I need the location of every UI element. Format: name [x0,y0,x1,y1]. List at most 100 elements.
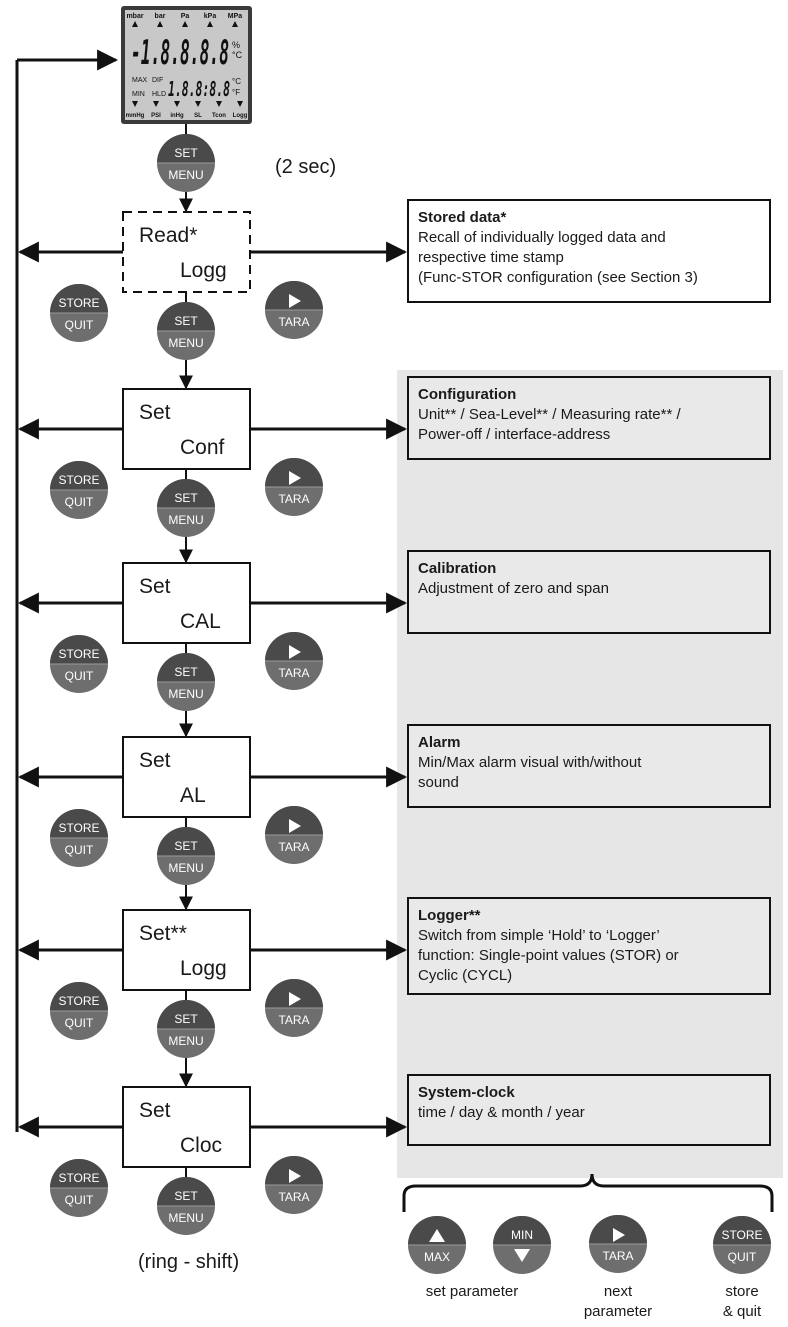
info-box: Stored data*Recall of individually logge… [407,199,771,303]
step-label-line1: Set** [139,922,187,945]
store-quit-button[interactable]: STORE QUIT [50,461,108,519]
lcd-down-triangle-icon [153,101,159,107]
button-label-bottom: TARA [602,1249,633,1263]
button-label-top: MIN [511,1228,533,1242]
play-icon [613,1228,625,1242]
step-label-line1: Set [139,1099,171,1122]
button-label-top: STORE [58,647,99,661]
button-label-bottom: TARA [278,1190,309,1204]
tara-button[interactable]: TARA [265,281,323,339]
lcd-up-triangle-icon [207,21,213,27]
tara-button[interactable]: TARA [265,632,323,690]
legend-store-1: store [725,1283,758,1300]
info-line: respective time stamp [418,249,564,266]
info-title: System-clock [418,1084,515,1101]
tara-button[interactable]: TARA [265,1156,323,1214]
up-arrow-icon [429,1229,445,1242]
step-label-line2: Logg [180,957,227,980]
lcd-bottom-unit: SL [194,113,202,119]
lcd-bottom-unit: mmHg [126,113,145,119]
info-title: Configuration [418,386,516,403]
button-label-bottom: MENU [168,168,203,182]
tara-button[interactable]: TARA [265,806,323,864]
lcd-down-triangle-icon [216,101,222,107]
tara-button[interactable]: TARA [265,979,323,1037]
lcd-down-triangle-icon [132,101,138,107]
info-line: Adjustment of zero and span [418,580,609,597]
lcd-bottom-unit: inHg [170,113,184,119]
start-hint: (2 sec) [275,156,336,178]
store-quit-button[interactable]: STORE QUIT [50,809,108,867]
button-label-bottom: MENU [168,1034,203,1048]
lcd-flag-dif: DIF [152,77,163,84]
step-box[interactable] [122,388,251,470]
lcd-up-triangle-icon [157,21,163,27]
info-line: time / day & month / year [418,1104,585,1121]
button-label-bottom: MENU [168,861,203,875]
button-label-top: SET [174,665,198,679]
play-icon [289,992,301,1006]
button-label-top: STORE [58,473,99,487]
button-label-top: STORE [58,821,99,835]
info-line: (Func-STOR configuration (see Section 3) [418,269,698,286]
lcd-up-triangle-icon [182,21,188,27]
min-button[interactable]: MIN [493,1216,551,1274]
lcd-sub-suffix-bottom: °F [232,88,240,97]
lcd-top-unit: mbar [126,13,143,20]
lcd-down-triangle-icon [195,101,201,107]
tara-legend-button[interactable]: TARA [589,1215,647,1273]
info-line: Power-off / interface-address [418,426,610,443]
button-label-bottom: TARA [278,840,309,854]
info-line: Recall of individually logged data and [418,229,666,246]
button-label-bottom: QUIT [65,843,94,857]
step-label-line2: AL [180,784,206,807]
info-title: Alarm [418,734,461,751]
lcd-top-unit: MPa [228,13,243,20]
info-line: Switch from simple ‘Hold’ to ‘Logger’ [418,927,660,944]
button-label-bottom: TARA [278,1013,309,1027]
lcd-top-unit: bar [155,13,166,20]
button-label-top: SET [174,1012,198,1026]
max-button[interactable]: MAX [408,1216,466,1274]
button-label-top: SET [174,146,198,160]
step-box[interactable] [122,211,251,293]
end-hint: (ring - shift) [138,1251,239,1273]
button-label-top: STORE [58,296,99,310]
button-label-bottom: QUIT [65,495,94,509]
step-box[interactable] [122,562,251,644]
step-label-line2: CAL [180,610,221,633]
info-line: function: Single-point values (STOR) or [418,947,679,964]
button-label-top: SET [174,1189,198,1203]
play-icon [289,471,301,485]
set-menu-button[interactable]: SET MENU [157,134,215,192]
legend-next-1: next [604,1283,633,1300]
tara-button[interactable]: TARA [265,458,323,516]
set-menu-button[interactable]: SET MENU [157,1000,215,1058]
legend-store-2: & quit [723,1303,762,1320]
legend-brace [402,1173,774,1212]
button-label-bottom: TARA [278,666,309,680]
button-label-bottom: QUIT [65,1016,94,1030]
lcd-up-triangle-icon [132,21,138,27]
button-label-top: SET [174,314,198,328]
